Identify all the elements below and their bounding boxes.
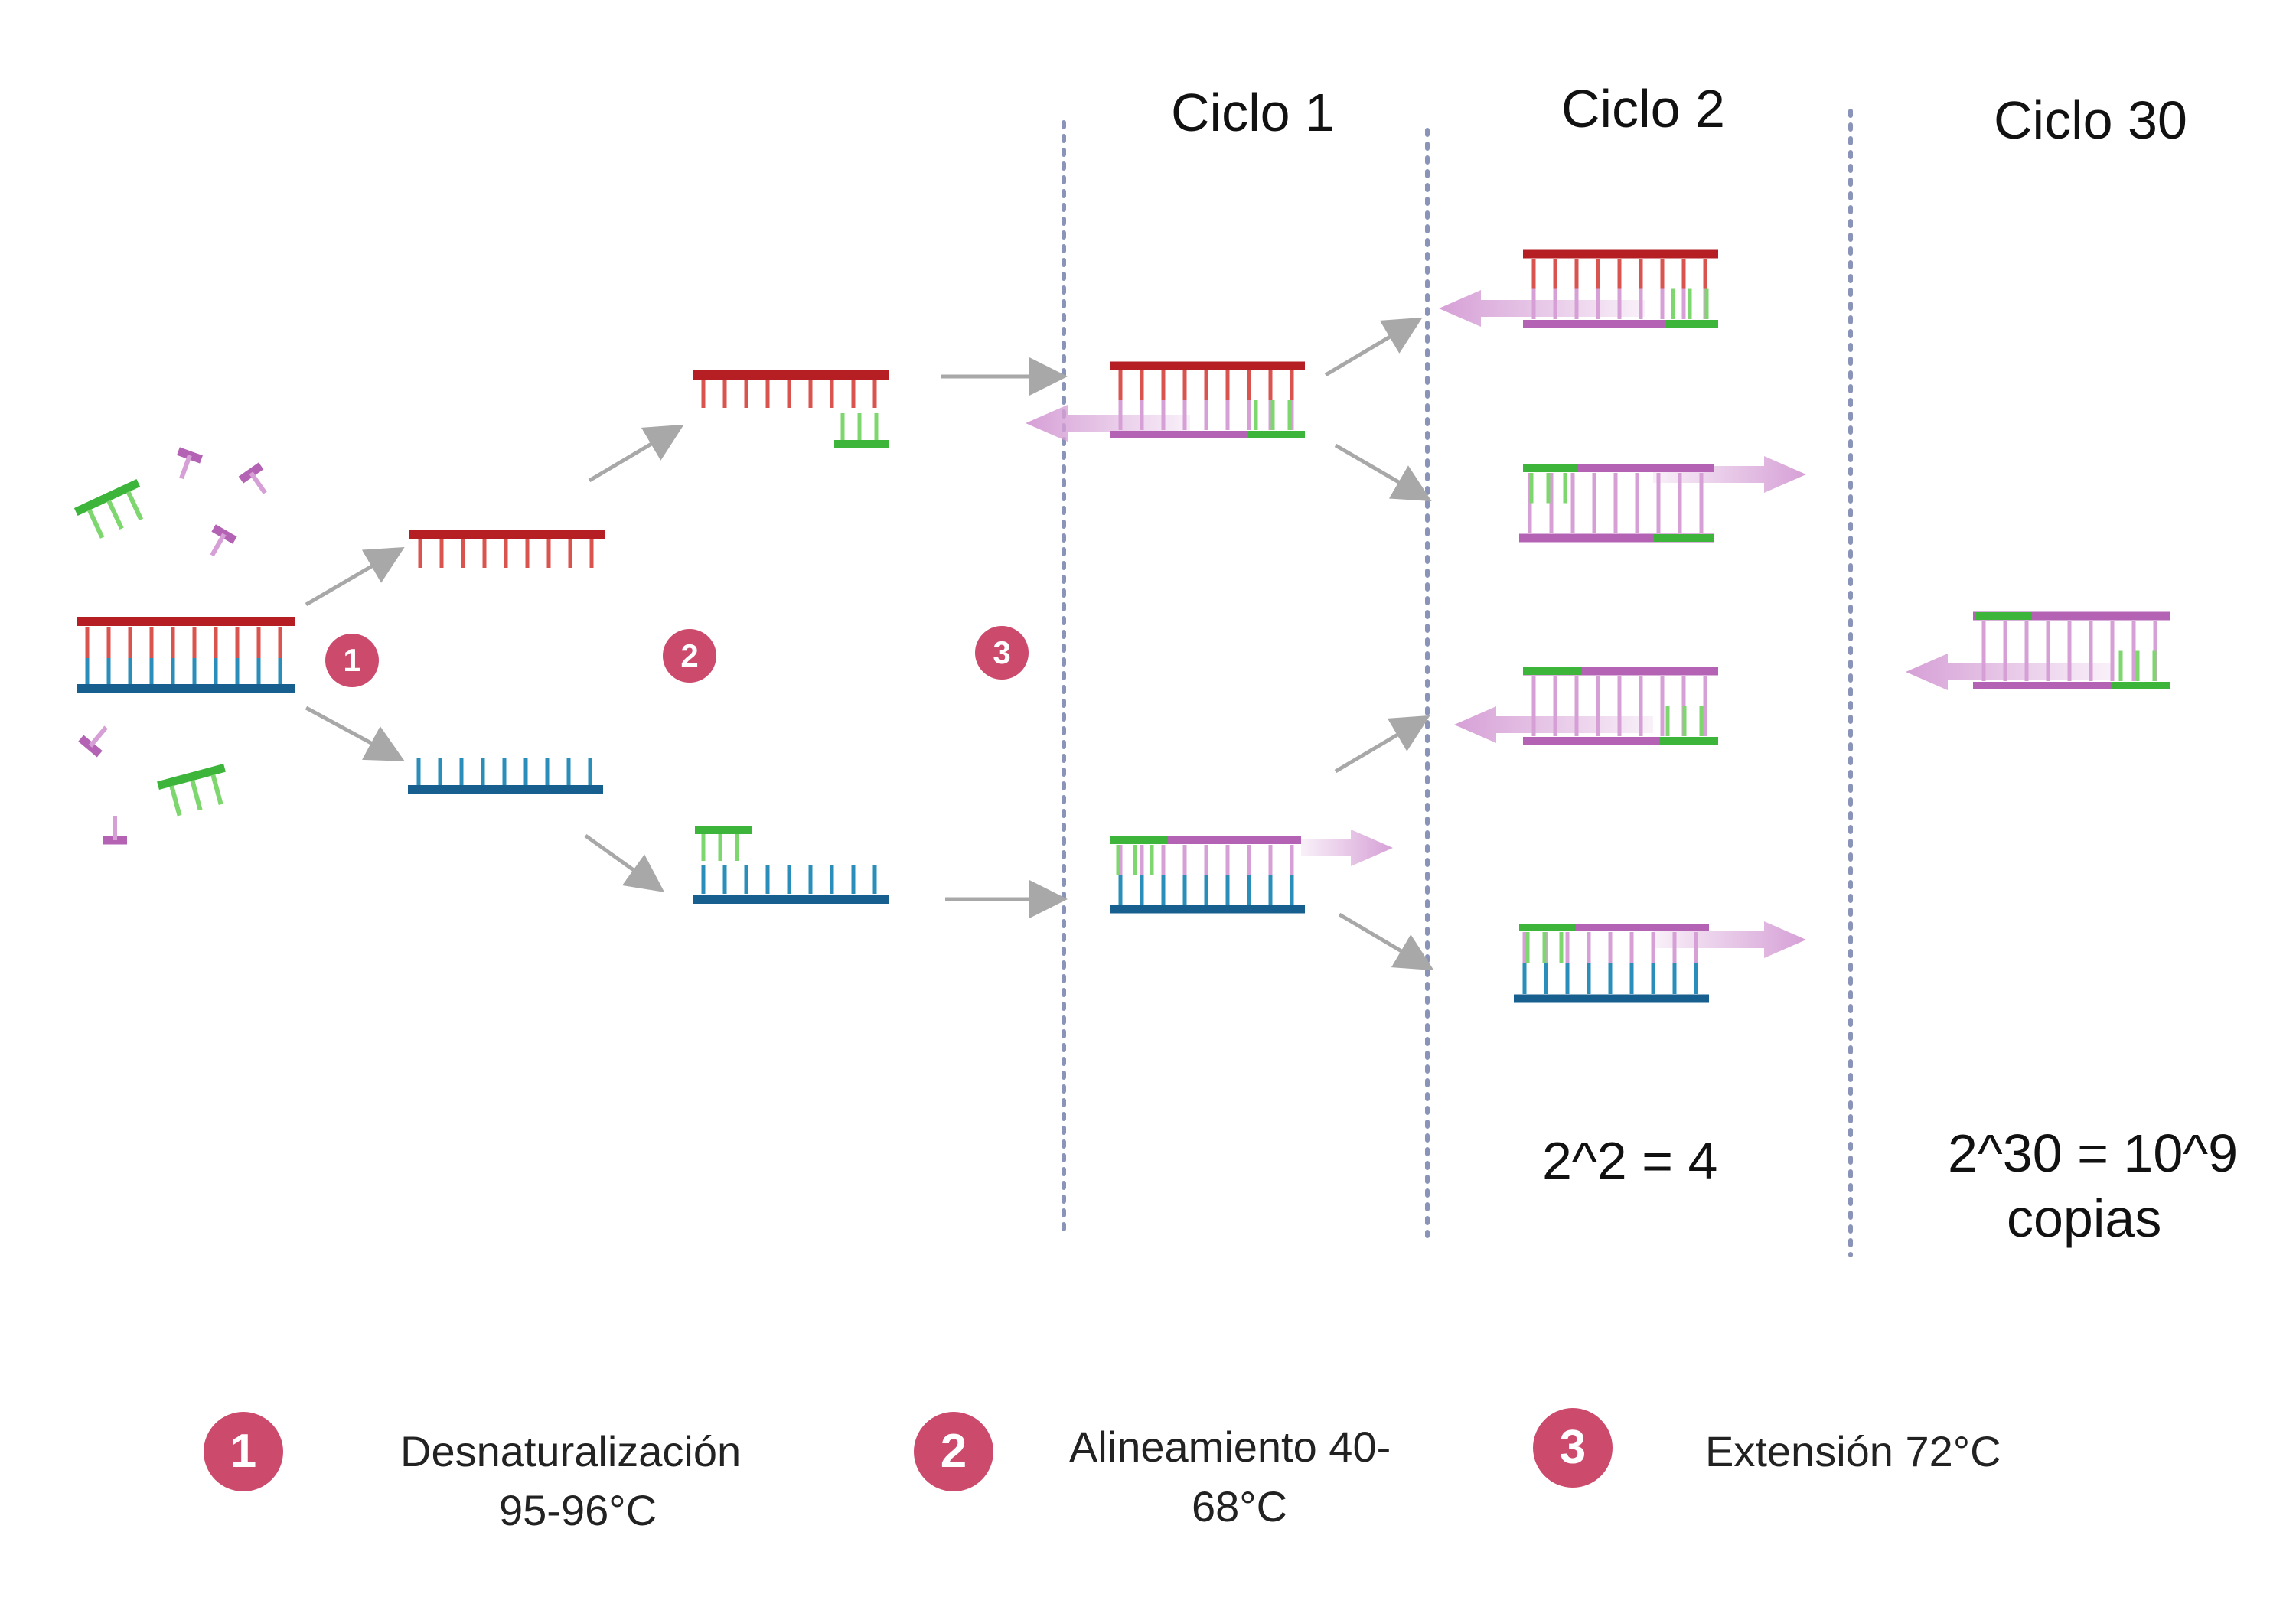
legend-step-1-temp: 95-96°C bbox=[499, 1486, 657, 1534]
legend-step-2-marker: 2 bbox=[914, 1412, 993, 1491]
step-2-marker: 2 bbox=[663, 629, 716, 683]
extension-arrow-c1-top bbox=[1026, 405, 1190, 442]
process-arrow-4 bbox=[584, 833, 665, 892]
denatured-blue-strand bbox=[408, 758, 603, 794]
cycle2-duplex-4 bbox=[1514, 924, 1709, 1003]
extension-arrow-c2-2 bbox=[1653, 456, 1806, 493]
free-nucleotide-4 bbox=[78, 725, 108, 758]
cycle-1-label: Ciclo 1 bbox=[1171, 83, 1335, 142]
process-arrow-9 bbox=[1334, 715, 1430, 774]
step-3-marker: 3 bbox=[975, 626, 1029, 680]
cycle-2-result: 2^2 = 4 bbox=[1542, 1131, 1718, 1191]
cycle1-duplex-top bbox=[1110, 361, 1305, 438]
legend-step-3-marker: 3 bbox=[1533, 1408, 1613, 1488]
process-arrow-7 bbox=[1324, 317, 1423, 377]
process-arrow-2 bbox=[305, 706, 405, 761]
extension-arrow-c2-1 bbox=[1439, 290, 1645, 327]
legend-step-3-text: Extensión 72°C bbox=[1705, 1427, 2001, 1475]
process-arrow-8 bbox=[1334, 443, 1432, 502]
step-1-marker: 1 bbox=[325, 634, 379, 687]
legend-step-1-text: Desnaturalización bbox=[400, 1427, 742, 1475]
extension-arrow-c1-bottom bbox=[1301, 830, 1393, 866]
cycle2-duplex-3 bbox=[1523, 667, 1718, 745]
free-primer-green-2 bbox=[157, 764, 226, 817]
denatured-red-strand bbox=[409, 530, 605, 568]
process-arrow-10 bbox=[1338, 912, 1434, 971]
extension-arrow-c2-4 bbox=[1653, 921, 1806, 958]
cycle-30-result: 2^30 = 10^9 bbox=[1948, 1123, 2239, 1183]
cycle2-duplex-1 bbox=[1523, 249, 1718, 328]
process-arrow-3 bbox=[588, 424, 684, 483]
annealed-red-strand bbox=[693, 370, 889, 448]
template-dna-double-strand bbox=[77, 617, 295, 693]
free-nucleotide-2 bbox=[238, 462, 267, 494]
legend-step-2-text: Alineamiento 40- bbox=[1069, 1423, 1391, 1471]
free-primers bbox=[73, 447, 267, 845]
cycle2-duplex-2 bbox=[1519, 464, 1714, 543]
annealed-blue-strand bbox=[693, 826, 889, 904]
free-nucleotide-5 bbox=[103, 816, 127, 845]
cycle1-duplex-bottom bbox=[1110, 836, 1305, 914]
process-arrow-1 bbox=[305, 546, 405, 607]
free-nucleotide-3 bbox=[210, 524, 237, 557]
cycle-30-result-unit: copias bbox=[2007, 1188, 2162, 1248]
cycle-30-label: Ciclo 30 bbox=[1994, 90, 2187, 150]
cycle-2-label: Ciclo 2 bbox=[1561, 79, 1725, 139]
legend-step-1-marker: 1 bbox=[204, 1412, 283, 1491]
free-primer-green-1 bbox=[73, 478, 144, 539]
free-nucleotide-1 bbox=[177, 447, 203, 480]
legend-step-2-temp: 68°C bbox=[1192, 1482, 1288, 1530]
extension-arrow-c30 bbox=[1906, 654, 2112, 690]
